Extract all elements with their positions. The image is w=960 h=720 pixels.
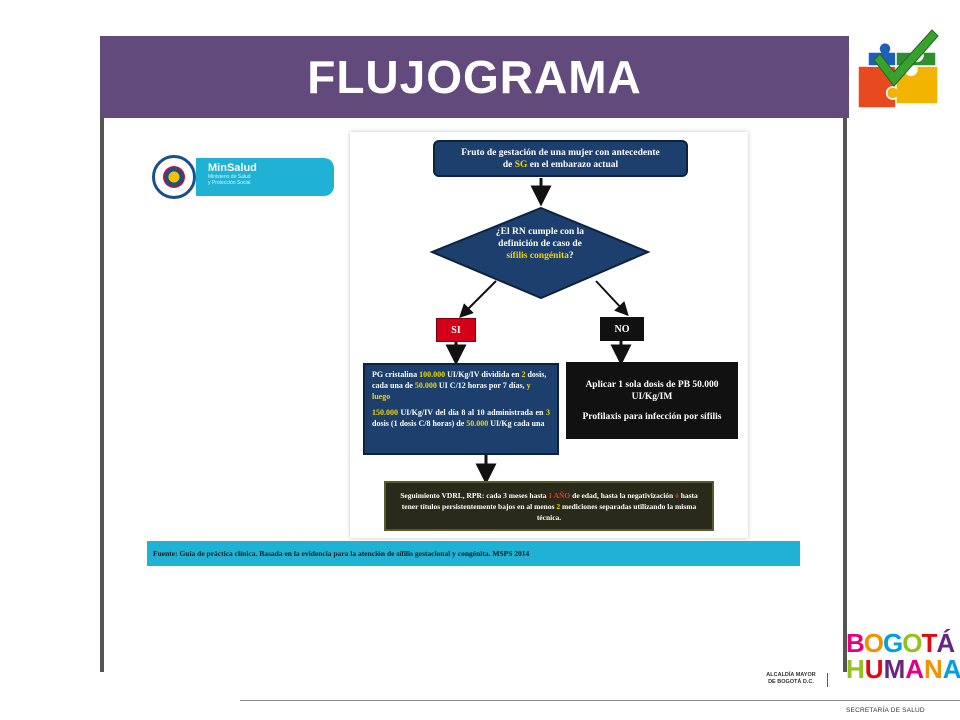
followup-text: Seguimiento VDRL, RPR: cada 3 meses hast… [394,490,704,523]
footer-divider [827,673,828,687]
t2j: UI/Kg cada una [488,419,545,428]
treatment-box: PG cristalina 100.000 UI/Kg/IV dividida … [363,363,559,455]
logo-letter: Á [936,628,955,658]
alcaldia-label: ALCALDÍA MAYOR DE BOGOTÁ D.C. [756,672,826,686]
decision-line-3: sífilis congénita? [475,250,605,262]
slide-title-bar: FLUJOGRAMA [100,36,849,118]
minsalud-sub-1: Ministerio de Salud [208,174,251,180]
t1f: 50.000 [414,381,437,390]
t1d: 2 [521,370,526,379]
bogota-text: BOGOTÁ [846,628,955,658]
t2a: 150.000 [372,408,398,417]
decision-line-1: ¿El RN cumple con la [495,227,585,237]
slide-title: FLUJOGRAMA [307,51,642,103]
footer-line [240,700,960,701]
logo-letter: G [883,628,903,658]
humana-word: HUMANA [846,656,960,682]
t2f: administrada en [484,408,546,417]
t1c: UI/Kg/IV dividida en [445,370,522,379]
alcaldia-line-2: DE BOGOTÁ D.C. [768,679,814,685]
prophylaxis-line-1: Aplicar 1 sola dosis de PB 50.000 UI/Kg/… [585,379,719,402]
t2g: 3 [546,408,550,417]
t1a: PG cristalina [372,370,420,379]
t2b: UI/Kg/IV del día [398,408,462,417]
treatment-paragraph-1: PG cristalina 100.000 UI/Kg/IV dividida … [372,369,550,402]
logo-letter: T [921,628,937,658]
logo-letter: M [883,654,906,684]
followup-box: Seguimiento VDRL, RPR: cada 3 meses hast… [384,481,714,531]
t2h: dosis (1 dosis C/8 horas) de [372,419,467,428]
t1e: dosis, cada una de [372,370,547,390]
start-text-end: en el embarazo actual [527,159,619,170]
t2e: 10 [476,408,485,417]
secretaria-label: SECRETARÍA DE SALUD [846,707,925,714]
logo-letter: B [846,628,865,658]
left-frame-rule [100,118,104,672]
minsalud-logo: MinSalud Ministerio de Salud y Protecció… [152,155,334,199]
decision-line-2: definición de caso de [498,239,582,249]
f-b: 1 AÑO [548,490,571,500]
bogota-humana-logo: BOGOTÁ HUMANA [846,630,960,686]
decision-end: ? [568,251,574,261]
decision-text: ¿El RN cumple con la definición de caso … [475,226,605,276]
humana-text: HUMANA [846,654,960,684]
logo-letter: O [902,628,922,658]
arrow-decision-to-no [595,280,629,317]
logo-letter: A [942,654,960,684]
no-label: NO [614,323,630,335]
f-c: de edad, hasta la negativización [570,490,676,500]
puzzle-check-icon [857,29,939,109]
prophylaxis-line-2: Profilaxis para infección por sífilis [582,411,722,422]
minsalud-brand: MinSalud [208,162,257,174]
yes-label: SI [451,324,461,336]
t2i: 50.000 [466,419,489,428]
prophylaxis-box: Aplicar 1 sola dosis de PB 50.000 UI/Kg/… [566,362,738,439]
t1b: 100.000 [419,370,446,379]
right-frame-rule [843,118,847,672]
bogota-word: BOGOTÁ [846,630,955,656]
f-f: 2 [556,501,561,511]
no-label-box: NO [600,317,644,341]
t1g: UI C/12 horas por 7 días, [436,381,527,390]
start-line-2: de SG en el embarazo actual [443,159,678,171]
decision-highlight: sífilis congénita [506,251,569,261]
alcaldia-line-1: ALCALDÍA MAYOR [766,672,816,678]
minsalud-sub-2: y Protección Social [208,180,251,186]
treatment-paragraph-2: 150.000 UI/Kg/IV del día 8 al 10 adminis… [372,407,550,429]
logo-letter: U [864,654,884,684]
start-line-1: Fruto de gestación de una mujer con ante… [461,147,660,158]
logo-letter: H [846,654,865,684]
f-e: hasta tener títulos persistentemente baj… [401,490,698,511]
source-note: Fuente: Guía de práctica clínica. Basada… [147,541,800,566]
start-highlight: SG [514,159,528,170]
f-g: mediciones separadas utilizando la misma… [536,501,697,522]
arrow-decision-to-si [459,280,497,318]
decision-diamond [429,206,651,300]
colombia-seal-icon [152,155,196,199]
f-a: Seguimiento VDRL, RPR: cada 3 meses hast… [400,490,549,500]
logo-letter: O [863,628,884,658]
logo-letter: A [905,654,925,684]
t1h: y luego [372,381,531,401]
start-text: de [502,159,515,170]
logo-letter: N [924,654,943,684]
flow-start-box: Fruto de gestación de una mujer con ante… [433,140,688,177]
yes-label-box: SI [436,318,476,342]
f-d: ó [675,490,679,500]
t2c: 8 [461,408,466,417]
minsalud-band: MinSalud Ministerio de Salud y Protecció… [196,158,334,196]
t2d: al [465,408,477,417]
